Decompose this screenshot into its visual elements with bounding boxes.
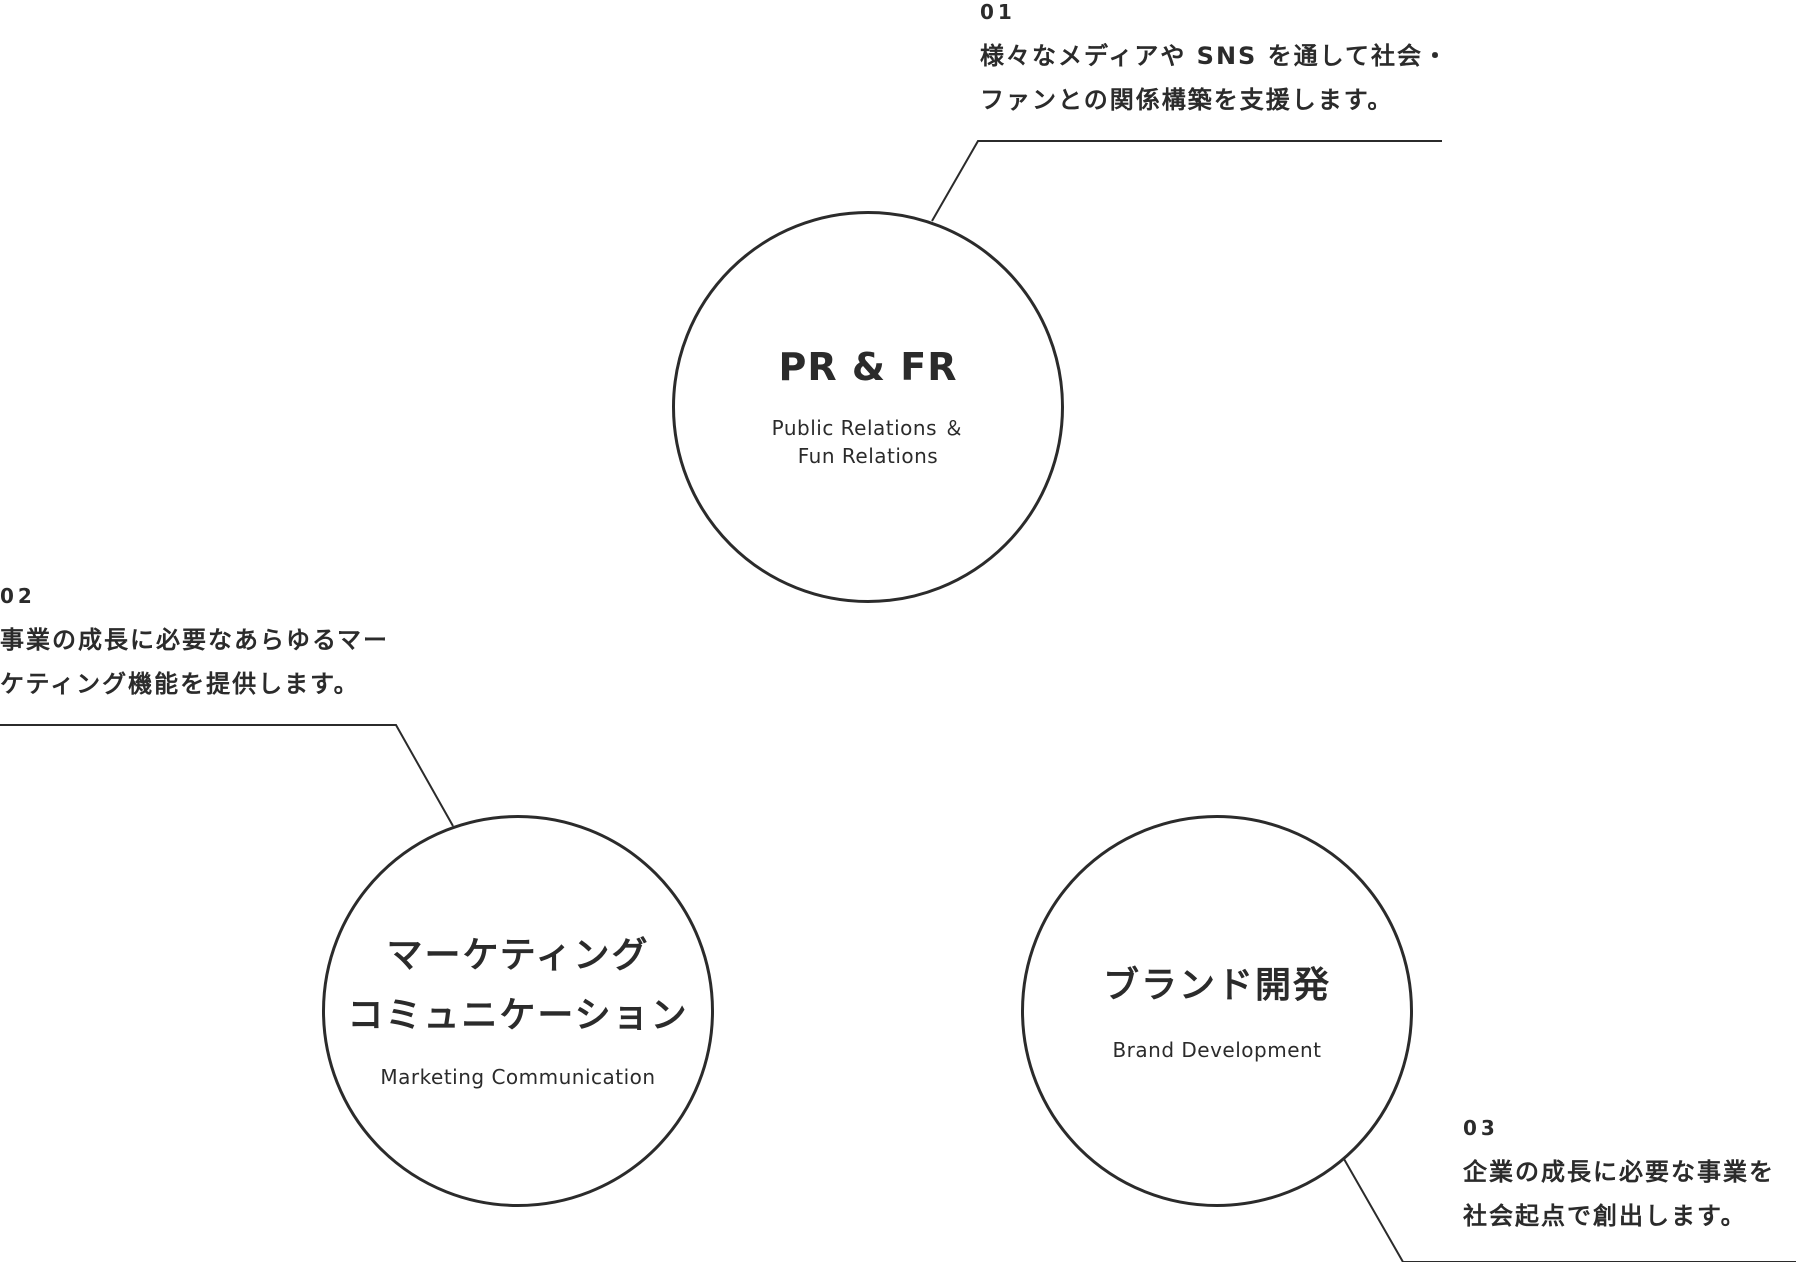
service-circle-marketing: マーケティング コミュニケーション Marketing Communicatio… (322, 815, 714, 1207)
callout-02: 02 事業の成長に必要なあらゆるマー ケティング機能を提供します。 (0, 584, 389, 706)
service-subtitle: Fun Relations (797, 444, 939, 468)
service-title: コミュニケーション (347, 995, 689, 1036)
service-title: マーケティング (386, 935, 650, 976)
service-circle-pr-fr: PR & FR Public Relations ＆ Fun Relations (672, 211, 1064, 603)
callout-description: ケティング機能を提供します。 (0, 670, 360, 698)
callout-number: 01 (980, 0, 1016, 24)
callout-number: 03 (1463, 1116, 1499, 1140)
callout-description: 様々なメディアや SNS を通して社会・ (980, 42, 1449, 70)
callout-03: 03 企業の成長に必要な事業を 社会起点で創出します。 (1463, 1116, 1775, 1238)
callout-description: 企業の成長に必要な事業を (1463, 1158, 1775, 1186)
service-subtitle: Public Relations ＆ (771, 416, 965, 440)
service-circle-brand: ブランド開発 Brand Development (1021, 815, 1413, 1207)
connector-line-01 (931, 140, 1442, 222)
callout-number: 02 (0, 584, 36, 608)
service-subtitle: Brand Development (1112, 1038, 1322, 1062)
callout-description: 事業の成長に必要なあらゆるマー (0, 626, 390, 654)
connector-line-03 (1343, 1158, 1796, 1262)
connector-line-02 (0, 724, 454, 827)
callout-description: ファンとの関係構築を支援します。 (980, 86, 1394, 114)
service-title: ブランド開発 (1102, 965, 1331, 1006)
service-subtitle: Marketing Communication (380, 1065, 656, 1089)
callout-description: 社会起点で創出します。 (1463, 1202, 1747, 1230)
callout-01: 01 様々なメディアや SNS を通して社会・ ファンとの関係構築を支援します。 (980, 0, 1449, 122)
service-title: PR & FR (778, 345, 958, 389)
